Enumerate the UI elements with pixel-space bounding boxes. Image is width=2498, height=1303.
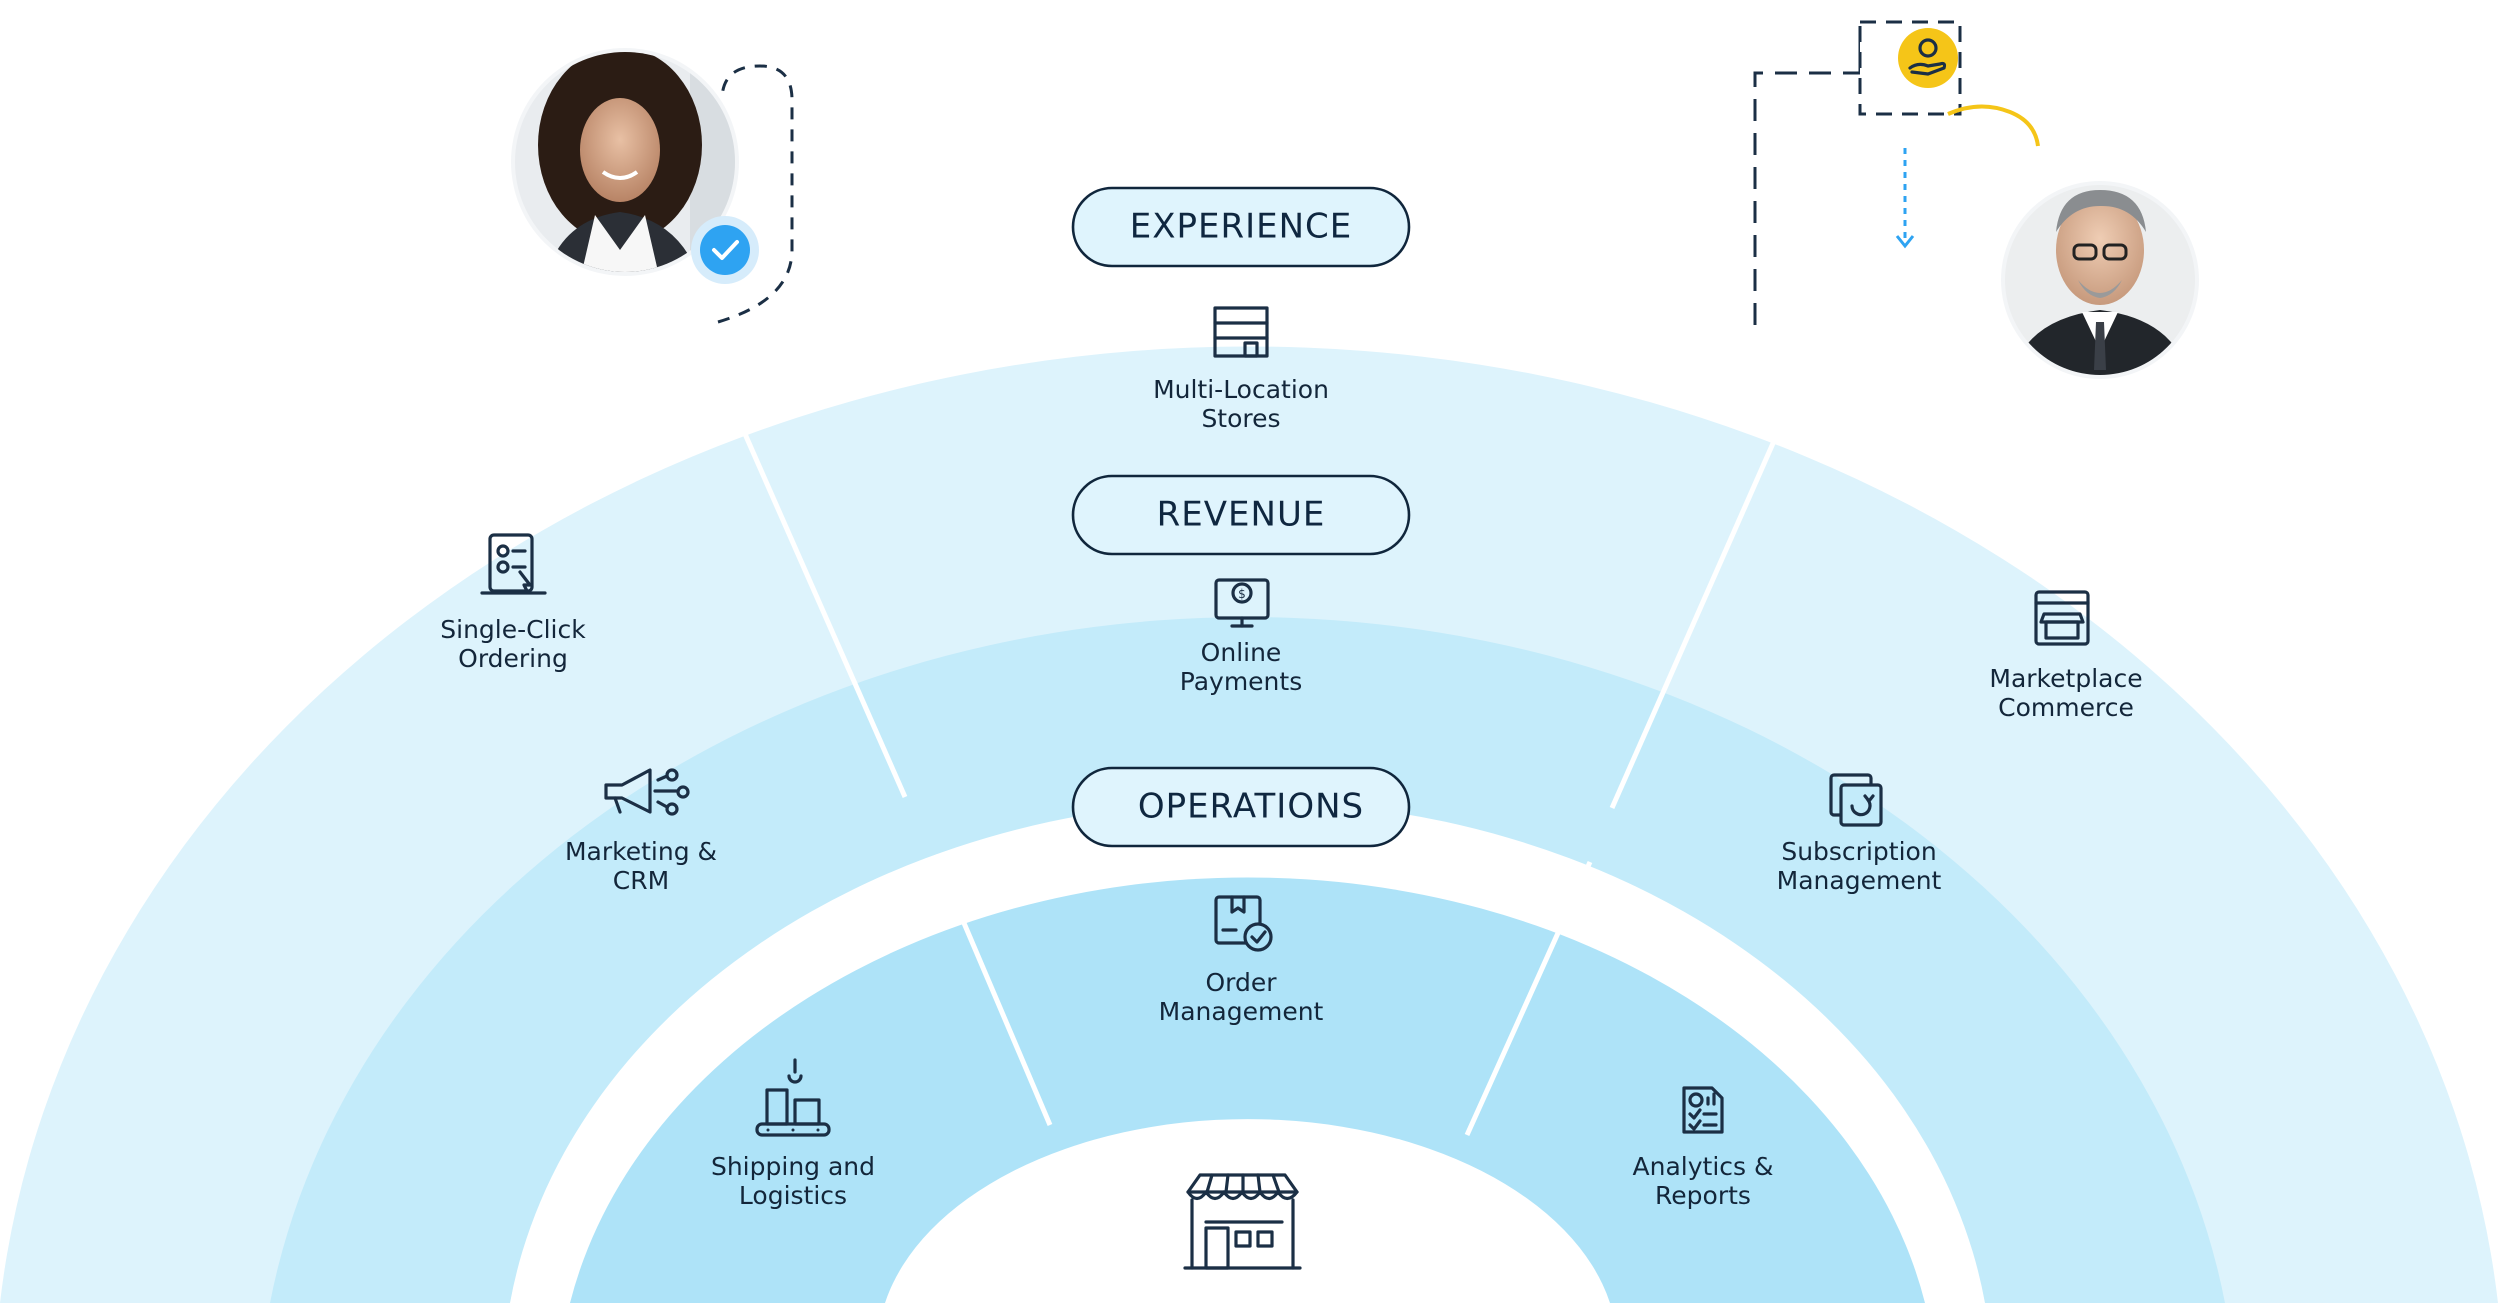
item-label-line1: Multi-Location [1153, 375, 1329, 404]
item-label-line2: Logistics [739, 1181, 847, 1210]
connector-dashed-right [1753, 30, 1862, 325]
inner-band [570, 877, 1925, 1303]
item-analytics-reports: Analytics & Reports [1633, 1086, 1774, 1210]
center-disc [885, 1119, 1610, 1303]
item-label-line2: Management [1159, 997, 1324, 1026]
item-subscription-management: Subscription Management [1777, 773, 1942, 895]
item-label-line1: Marketplace [1989, 664, 2142, 693]
band-pill-experience: EXPERIENCE [1071, 186, 1411, 268]
rings [0, 346, 2498, 1303]
item-multi-location-stores: Multi-Location Stores [1153, 306, 1329, 433]
browser-shop-icon [2034, 590, 2090, 646]
band-label-revenue: REVENUE [1157, 495, 1326, 535]
item-label-line2: Commerce [1998, 693, 2134, 722]
item-order-management: Order Management [1159, 895, 1324, 1026]
item-label-line2: Management [1777, 866, 1942, 895]
item-label-line1: Marketing & [565, 837, 717, 866]
divider-right-outer [1609, 353, 1815, 810]
item-label-line1: Order [1205, 968, 1277, 997]
item-label-line1: Subscription [1781, 837, 1936, 866]
svg-text:$: $ [1238, 587, 1246, 601]
item-online-payments: $ Online Payments [1180, 578, 1302, 696]
divider-left-outer [705, 348, 908, 799]
item-label-line1: Analytics & [1633, 1152, 1774, 1181]
recurring-cards-icon [1829, 773, 1883, 827]
megaphone-network-icon [604, 768, 690, 816]
band-pill-revenue: REVENUE [1071, 474, 1411, 556]
item-label-line1: Online [1201, 638, 1282, 667]
item-shipping-logistics: Shipping and Logistics [711, 1058, 875, 1210]
box-check-icon [1214, 895, 1273, 952]
conveyor-crane-icon [755, 1058, 831, 1137]
customer-avatar-group [511, 48, 794, 324]
item-label-line1: Single-Click [440, 615, 586, 644]
store-awning-icon [1183, 1173, 1302, 1270]
monitor-dollar-icon: $ [1214, 578, 1270, 628]
dividers [705, 348, 1815, 1137]
hand-coin-icon [1898, 28, 1958, 88]
item-label-line2: Payments [1180, 667, 1302, 696]
band-label-experience: EXPERIENCE [1130, 207, 1353, 247]
checklist-tablet-icon [480, 533, 547, 595]
item-label-line1: Shipping and [711, 1152, 875, 1181]
report-chart-icon [1682, 1086, 1724, 1134]
item-label-line2: Ordering [458, 644, 568, 673]
band-label-operations: OPERATIONS [1138, 787, 1364, 827]
merchant-photo [2005, 185, 2195, 375]
item-marketing-crm: Marketing & CRM [565, 768, 717, 895]
divider-left-inner [932, 854, 1053, 1126]
item-label-line2: Reports [1655, 1181, 1751, 1210]
item-label-line2: CRM [613, 866, 669, 895]
band-pill-operations: OPERATIONS [1071, 766, 1411, 848]
storefront-building-icon [1213, 306, 1269, 358]
item-label-line2: Stores [1201, 404, 1280, 433]
item-single-click-ordering: Single-Click Ordering [440, 533, 586, 673]
verified-check-icon [700, 225, 750, 275]
item-marketplace-commerce: Marketplace Commerce [1989, 590, 2143, 722]
merchant-avatar-group [1753, 20, 2199, 379]
divider-right-inner [1464, 860, 1593, 1137]
